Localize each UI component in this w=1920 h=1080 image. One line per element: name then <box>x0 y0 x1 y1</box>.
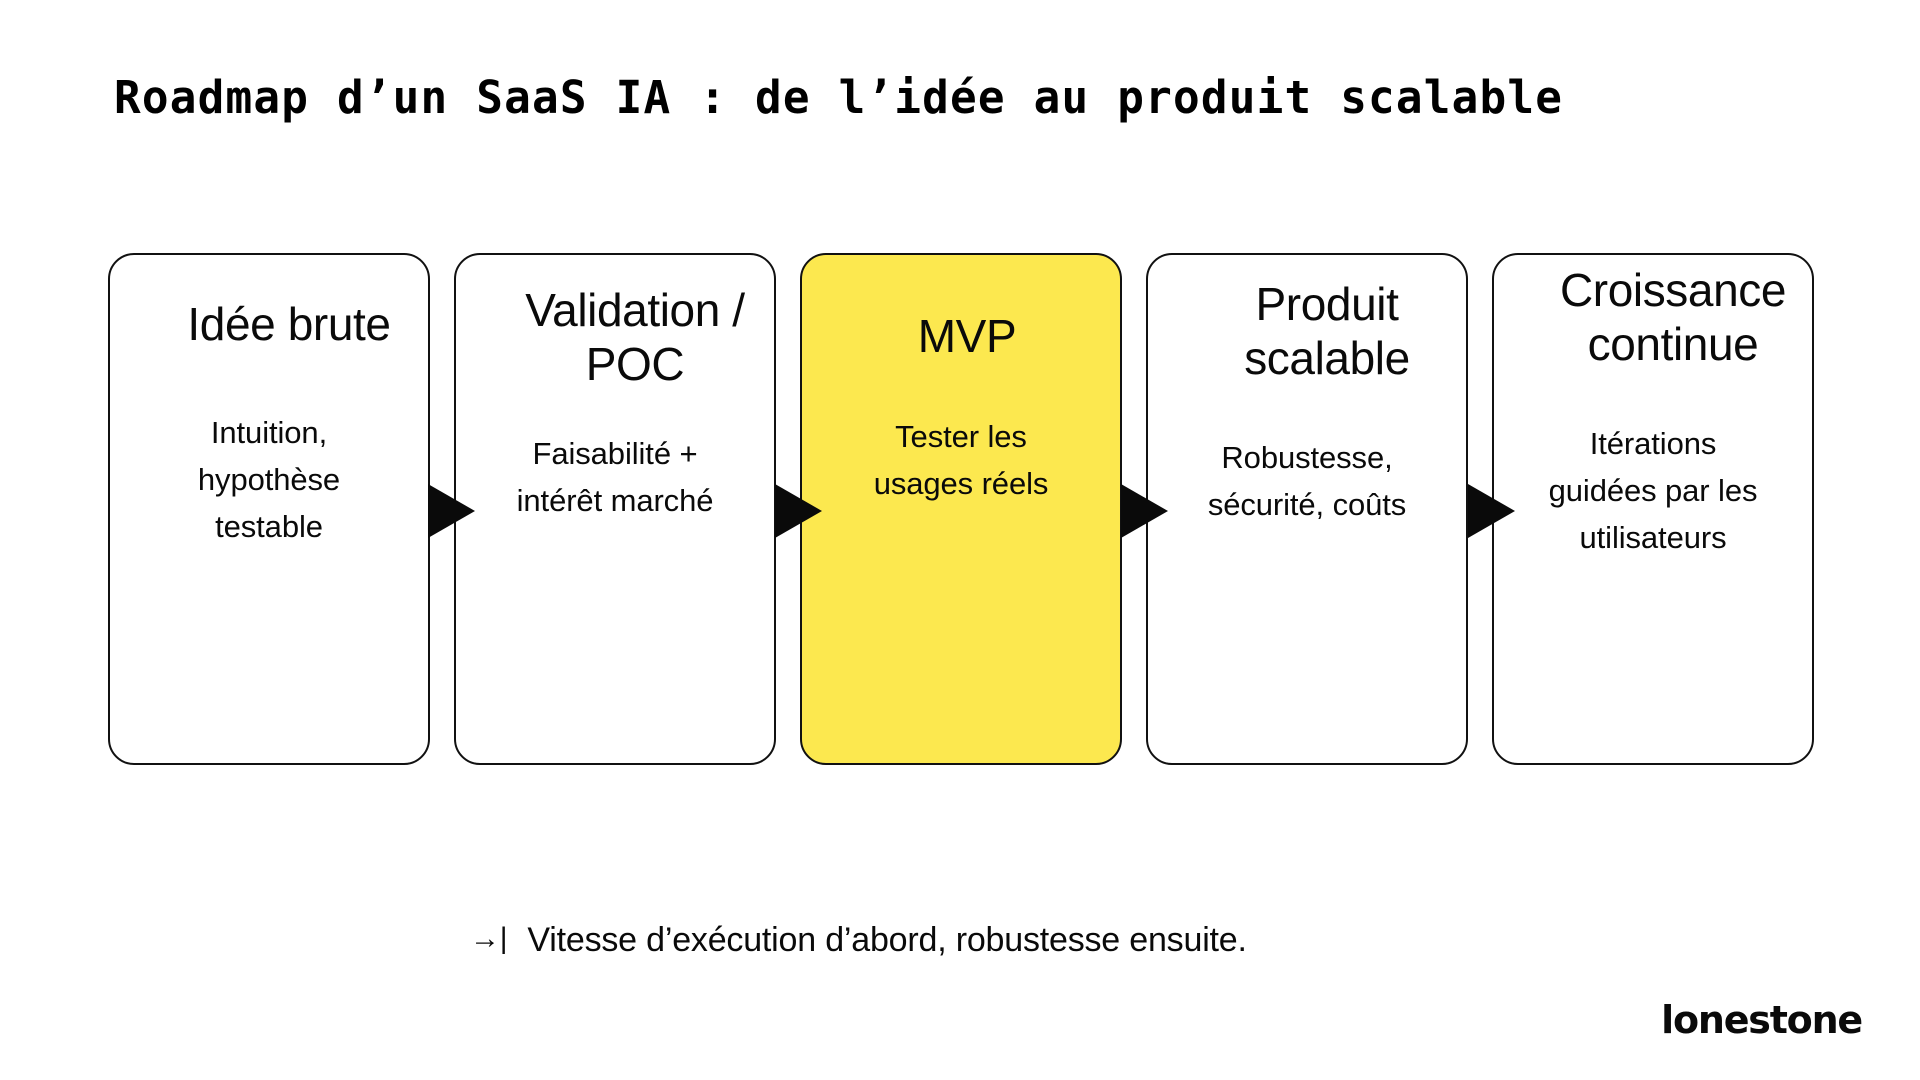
page-title: Roadmap d’un SaaS IA : de l’idée au prod… <box>114 71 1564 124</box>
flow-step-card-5[interactable]: Croissance continue Itérations guidées p… <box>1492 253 1814 765</box>
flow-step-description: Robustesse, sécurité, coûts <box>1207 439 1407 522</box>
flow-step-card-2[interactable]: Validation / POC Faisabilité + intérêt m… <box>454 253 776 765</box>
flow-step-description: Faisabilité + intérêt marché <box>516 435 714 518</box>
flow-step-title: Validation / POC <box>525 284 745 391</box>
footnote: →| Vitesse d’exécution d’abord, robustes… <box>470 918 1247 962</box>
triangle-right-icon <box>1121 484 1168 538</box>
flow-step-title: Croissance continue <box>1559 264 1787 371</box>
flow-step-description: Tester les usages réels <box>873 419 1049 502</box>
flow-step-title: Produit scalable <box>1244 278 1410 385</box>
roadmap-flow: Idée brute Intuition, hypothèse testable… <box>108 253 1814 765</box>
triangle-right-icon <box>428 484 475 538</box>
flow-step-card-3[interactable]: MVP Tester les usages réels <box>800 253 1122 765</box>
flow-step-title: Idée brute <box>187 298 391 350</box>
flow-step-description: Intuition, hypothèse testable <box>197 415 341 545</box>
flow-step-card-4[interactable]: Produit scalable Robustesse, sécurité, c… <box>1146 253 1468 765</box>
flow-step-title: MVP <box>917 310 1017 362</box>
footnote-text: Vitesse d’exécution d’abord, robustesse … <box>527 921 1247 959</box>
triangle-right-icon <box>775 484 822 538</box>
flow-step-description: Itérations guidées par les utilisateurs <box>1548 425 1758 555</box>
flow-step-card-1[interactable]: Idée brute Intuition, hypothèse testable <box>108 253 430 765</box>
triangle-right-icon <box>1468 484 1515 538</box>
lonestone-logo: lonestone <box>1661 998 1863 1042</box>
arrow-to-bar-icon: →| <box>470 922 508 956</box>
